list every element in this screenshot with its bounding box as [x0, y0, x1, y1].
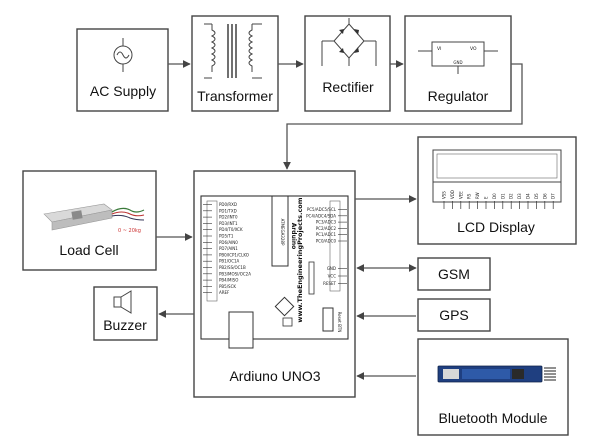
lcd-display-label: LCD Display — [457, 219, 535, 235]
arduino-pin-label: PC5/ADC5/SCL — [307, 207, 337, 212]
arduino-pin-label: PC1/ADC1 — [316, 232, 337, 237]
arduino-pin-label: PB5/SCK — [219, 284, 236, 289]
lcd-pin-label: RW — [475, 192, 480, 199]
arduino-pin-label: PD4/T0/XCK — [219, 227, 243, 232]
buzzer-label: Buzzer — [103, 317, 147, 333]
arduino-pin-label: PB2/SS/OC1B — [219, 265, 246, 270]
ac-source-icon — [113, 38, 133, 72]
gps-label: GPS — [439, 307, 469, 323]
transformer-icon — [204, 23, 262, 79]
arduino-chip-label: ATMEGA328P — [280, 219, 285, 246]
ac-supply-block: AC Supply — [76, 28, 169, 112]
lcd-pin-label: VEE — [458, 191, 463, 199]
arduino-pin-label: PD7/AIN1 — [219, 246, 238, 251]
lcd-pin-label: D0 — [492, 193, 497, 199]
arduino-pin-label: PC4/ADC4/SDA — [306, 213, 336, 218]
load-cell-block: 0 ~ 20kg Load Cell — [22, 170, 157, 271]
bluetooth-module-icon — [437, 365, 556, 383]
ac-supply-label: AC Supply — [90, 83, 156, 99]
lcd-pin-label: D6 — [542, 193, 547, 199]
bluetooth-module-label: Bluetooth Module — [439, 410, 548, 426]
buzzer-icon — [113, 290, 132, 314]
lcd-pin-label: D1 — [500, 193, 505, 199]
arrow-regulator-to-arduino — [283, 63, 523, 170]
arduino-pin-label: PB4/MISO — [219, 278, 238, 283]
lcd-pin-label: D2 — [509, 193, 514, 199]
lcd-pin-label: D7 — [551, 193, 556, 199]
gsm-block: GSM — [417, 257, 491, 291]
regulator-icon: VI VO GND — [418, 41, 498, 74]
arduino-brand-label: Arduino — [290, 223, 297, 250]
rectifier-label: Rectifier — [322, 79, 374, 95]
lcd-pin-label: RS — [467, 193, 472, 199]
lcd-pin-label: VSS — [442, 191, 447, 199]
arduino-pin-label: PD2/INT0 — [219, 215, 238, 220]
arduino-pin-label: PD6/AIN0 — [219, 240, 238, 245]
bluetooth-module-block: Bluetooth Module — [417, 338, 569, 436]
rectifier-block: Rectifier — [304, 15, 391, 112]
lcd-pin-label: D4 — [526, 193, 531, 199]
regulator-vi-pin: VI — [437, 46, 441, 52]
lcd-pin-label: E — [484, 196, 489, 199]
arduino-pin-label: PD0/RXD — [219, 202, 237, 207]
arduino-pin-label: AREF — [219, 290, 230, 295]
arduino-pin-label: PB3/MOSI/OC2A — [219, 271, 251, 276]
lcd-pin-label: VDD — [450, 190, 455, 199]
regulator-block: VI VO GND Regulator — [404, 15, 512, 112]
regulator-label: Regulator — [428, 88, 489, 104]
regulator-gnd-pin: GND — [453, 60, 462, 65]
arduino-pin-label: PC2/ADC2 — [316, 226, 337, 231]
bridge-rectifier-icon — [321, 18, 377, 66]
arduino-pin-label: RESET — [323, 281, 336, 286]
arduino-label: Ardiuno UNO3 — [229, 368, 320, 384]
arduino-pin-label: PD5/T1 — [219, 234, 234, 239]
connectors — [156, 60, 523, 380]
lcd-pin-label: D3 — [517, 193, 522, 199]
gps-block: GPS — [417, 298, 491, 332]
reset-button-label: Reset BTN — [337, 312, 342, 333]
arduino-pin-label: GND — [327, 266, 336, 271]
gsm-label: GSM — [438, 266, 470, 282]
arduino-watermark: www.TheEngineeringProjects.com — [296, 197, 304, 322]
arduino-pin-label: PB0/ICP1/CLKO — [219, 252, 249, 257]
arduino-pin-label: PC0/ADC0 — [316, 239, 337, 244]
regulator-vo-pin: VO — [470, 46, 477, 52]
transformer-block: Transformer — [191, 15, 279, 112]
arduino-pin-label: PB1/OC1A — [219, 259, 240, 264]
arduino-pin-label: PD1/TXD — [219, 208, 237, 213]
buzzer-block: Buzzer — [93, 286, 158, 341]
transformer-label: Transformer — [197, 88, 273, 104]
load-cell-range-note: 0 ~ 20kg — [118, 228, 141, 234]
lcd-pin-label: D5 — [534, 193, 539, 199]
arduino-pin-label: VCC — [328, 274, 337, 279]
arduino-pin-label: PD3/INT1 — [219, 221, 238, 226]
load-cell-icon: 0 ~ 20kg — [43, 203, 145, 234]
arduino-pin-label: PC3/ADC3 — [316, 220, 337, 225]
load-cell-label: Load Cell — [59, 242, 118, 258]
